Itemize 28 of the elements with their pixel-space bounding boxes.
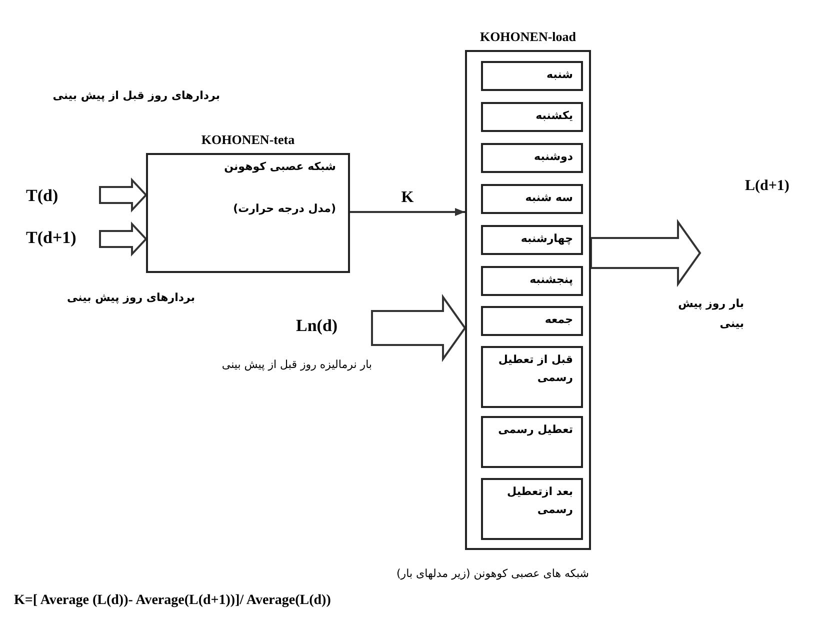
category-box: تعطیل رسمی bbox=[481, 416, 583, 468]
block-arrow bbox=[99, 177, 148, 213]
block-arrow bbox=[590, 218, 702, 288]
category-box: سه شنبه bbox=[481, 184, 583, 214]
category-box: قبل از تعطیل رسمی bbox=[481, 346, 583, 408]
note-text: بردارهای روز پیش بینی bbox=[66, 290, 195, 306]
block-arrow bbox=[99, 221, 148, 257]
note-text: بار روز پیش بینی bbox=[677, 296, 744, 332]
block-arrow bbox=[371, 294, 466, 362]
output-label: L(d+1) bbox=[745, 177, 790, 196]
category-box: دوشنبه bbox=[481, 143, 583, 173]
category-box: جمعه bbox=[481, 306, 583, 336]
note-text: بردارهای روز قبل از پیش بینی bbox=[52, 88, 220, 104]
caption-text: شبکه های عصبی کوهونن (زیر مدلهای بار) bbox=[396, 566, 589, 582]
box-text: شبکه عصبی کوهونن bbox=[223, 159, 336, 175]
input-label: T(d+1) bbox=[26, 226, 100, 252]
category-box: یکشنبه bbox=[481, 102, 583, 132]
box-title: KOHONEN-load bbox=[478, 28, 578, 46]
arrow bbox=[350, 208, 465, 216]
formula-text: K=[ Average (L(d))- Average(L(d+1))]/ Average(L(d)) bbox=[14, 592, 332, 610]
category-box: پنجشنبه bbox=[481, 266, 583, 296]
box-text: (مدل درجه حرارت) bbox=[232, 201, 336, 217]
category-box: شنبه bbox=[481, 61, 583, 91]
category-box: بعد ازتعطیل رسمی bbox=[481, 478, 583, 540]
input-label: T(d) bbox=[26, 184, 100, 208]
category-box: چهارشنبه bbox=[481, 225, 583, 255]
caption-text: بار نرمالیزه روز قبل از پیش بینی bbox=[220, 358, 372, 372]
box-title: KOHONEN-teta bbox=[200, 131, 296, 149]
